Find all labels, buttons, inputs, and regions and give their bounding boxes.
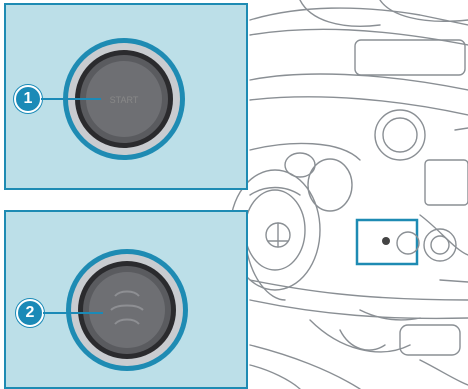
start-stop-button-keyless-icon (65, 248, 189, 372)
svg-text:START: START (110, 95, 139, 105)
callout-1-leader (41, 98, 101, 100)
callout-2-leader (43, 312, 103, 314)
callout-1-badge: 1 (14, 85, 42, 113)
callout-2-badge: 2 (16, 299, 44, 327)
